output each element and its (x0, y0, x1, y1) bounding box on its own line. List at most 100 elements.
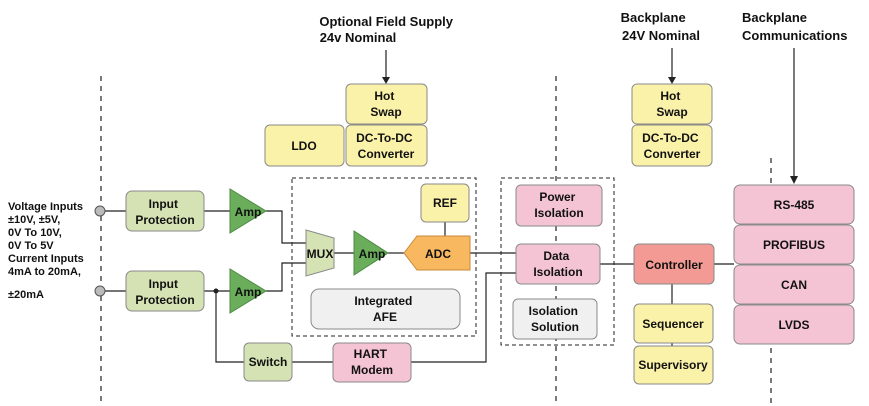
input-protection-1-label: Input Protection (135, 197, 194, 227)
amp-3-label: Amp (359, 247, 386, 261)
ref-block (420, 183, 470, 223)
dc-dc-1-label: DC-To-DC Converter (356, 131, 416, 161)
input-protection-2 (125, 270, 205, 312)
label-line: Swap (370, 105, 401, 119)
hart-modem-block (332, 342, 412, 383)
isolation-group (500, 177, 615, 346)
backplane-comms-header-line2: Communications (742, 28, 847, 43)
input-terminal-1 (94, 205, 106, 217)
sequencer-block (633, 303, 714, 344)
input-spec-line: Current Inputs (8, 253, 84, 265)
rs485-label: RS-485 (774, 198, 815, 212)
can-label: CAN (781, 278, 807, 292)
label-line: Hot (374, 89, 394, 103)
label-line: Power (539, 190, 575, 204)
data-isolation-label: Data Isolation (533, 249, 582, 279)
backplane-power-arrowhead (668, 77, 676, 84)
label-line: Protection (135, 293, 194, 307)
supervisory-label: Supervisory (638, 358, 708, 372)
label-line: Isolation (533, 265, 582, 279)
mux-label: MUX (307, 247, 334, 261)
sequencer-label: Sequencer (642, 317, 704, 331)
power-isolation-block (515, 184, 603, 227)
label-line: Protection (135, 213, 194, 227)
profibus-label: PROFIBUS (763, 238, 825, 252)
controller-label: Controller (645, 258, 703, 272)
input-spec-line: 0V To 5V (8, 240, 54, 252)
input-spec-line: 4mA to 20mA, (8, 266, 81, 278)
isolation-solution-label: Isolation Solution (529, 304, 582, 334)
label-line: Swap (656, 105, 687, 119)
field-supply-header: Optional Field Supply 24v Nominal (319, 14, 456, 45)
input-spec-line: ±20mA (8, 289, 44, 301)
label-line: Converter (644, 147, 701, 161)
ref-label: REF (433, 196, 457, 210)
label-line: Solution (531, 320, 579, 334)
hot-swap-1-block (345, 83, 428, 125)
ldo-label: LDO (291, 139, 316, 153)
backplane-power-header: Backplane 24V Nominal (621, 10, 700, 43)
isolation-solution-block (512, 298, 598, 340)
hart-modem-label: HART Modem (351, 347, 393, 377)
label-line: Modem (351, 363, 393, 377)
controller-block (633, 243, 715, 285)
junction-dot (213, 288, 219, 294)
wiring (100, 210, 734, 363)
label-line: Integrated (354, 294, 412, 308)
switch-label: Switch (249, 355, 288, 369)
amp-1-triangle (229, 188, 267, 234)
label-line: Input (149, 277, 178, 291)
label-line: Isolation (529, 304, 578, 318)
field-supply-arrowhead (382, 77, 390, 84)
label-line: Converter (358, 147, 415, 161)
backplane-comms-header: Backplane Communications (742, 10, 847, 43)
adc-block (403, 235, 471, 271)
input-spec-line: ±10V, ±5V, (8, 214, 60, 226)
rs485-block (733, 184, 855, 225)
label-line: Input (149, 197, 178, 211)
label-line: Isolation (534, 206, 583, 220)
label-line: Hot (660, 89, 680, 103)
lvds-block (733, 304, 855, 345)
field-supply-header-line2: 24v Nominal (320, 30, 397, 45)
profibus-block (733, 224, 855, 265)
integrated-afe-label: Integrated AFE (354, 294, 415, 324)
dc-dc-2-block (631, 124, 713, 167)
label-line: HART (354, 347, 388, 361)
adc-label: ADC (425, 247, 451, 261)
input-spec-text: Voltage Inputs ±10V, ±5V, 0V To 10V, 0V … (8, 201, 87, 301)
label-line: Data (543, 249, 569, 263)
dc-dc-1-block (345, 124, 428, 167)
supervisory-block (633, 345, 714, 385)
input-spec-line: Voltage Inputs (8, 201, 83, 213)
can-block (733, 264, 855, 305)
power-isolation-label: Power Isolation (534, 190, 583, 220)
backplane-comms-header-line1: Backplane (742, 10, 807, 25)
mux-trapezoid (305, 229, 335, 277)
input-protection-2-label: Input Protection (135, 277, 194, 307)
dc-dc-2-label: DC-To-DC Converter (642, 131, 702, 161)
backplane-power-header-line1: Backplane (621, 10, 686, 25)
label-line: AFE (373, 310, 397, 324)
input-terminal-2 (94, 285, 106, 297)
lvds-label: LVDS (778, 318, 809, 332)
backplane-power-header-line2: 24V Nominal (622, 28, 700, 43)
label-line: DC-To-DC (356, 131, 413, 145)
field-supply-header-line1: Optional Field Supply (319, 14, 453, 29)
hot-swap-2-block (631, 83, 713, 125)
hot-swap-1-label: Hot Swap (370, 89, 401, 119)
backplane-comms-arrowhead (790, 176, 798, 184)
input-spec-line: 0V To 10V, (8, 227, 62, 239)
amp-2-label: Amp (235, 285, 262, 299)
switch-block (243, 342, 293, 382)
label-line: DC-To-DC (642, 131, 699, 145)
amp-1-label: Amp (235, 205, 262, 219)
integrated-afe-block (310, 288, 461, 330)
integrated-afe-group (291, 177, 477, 337)
amp-2-triangle (229, 268, 267, 314)
input-protection-1 (125, 190, 205, 232)
amp-3-triangle (353, 230, 389, 276)
hot-swap-2-label: Hot Swap (656, 89, 687, 119)
ldo-block (264, 124, 345, 167)
